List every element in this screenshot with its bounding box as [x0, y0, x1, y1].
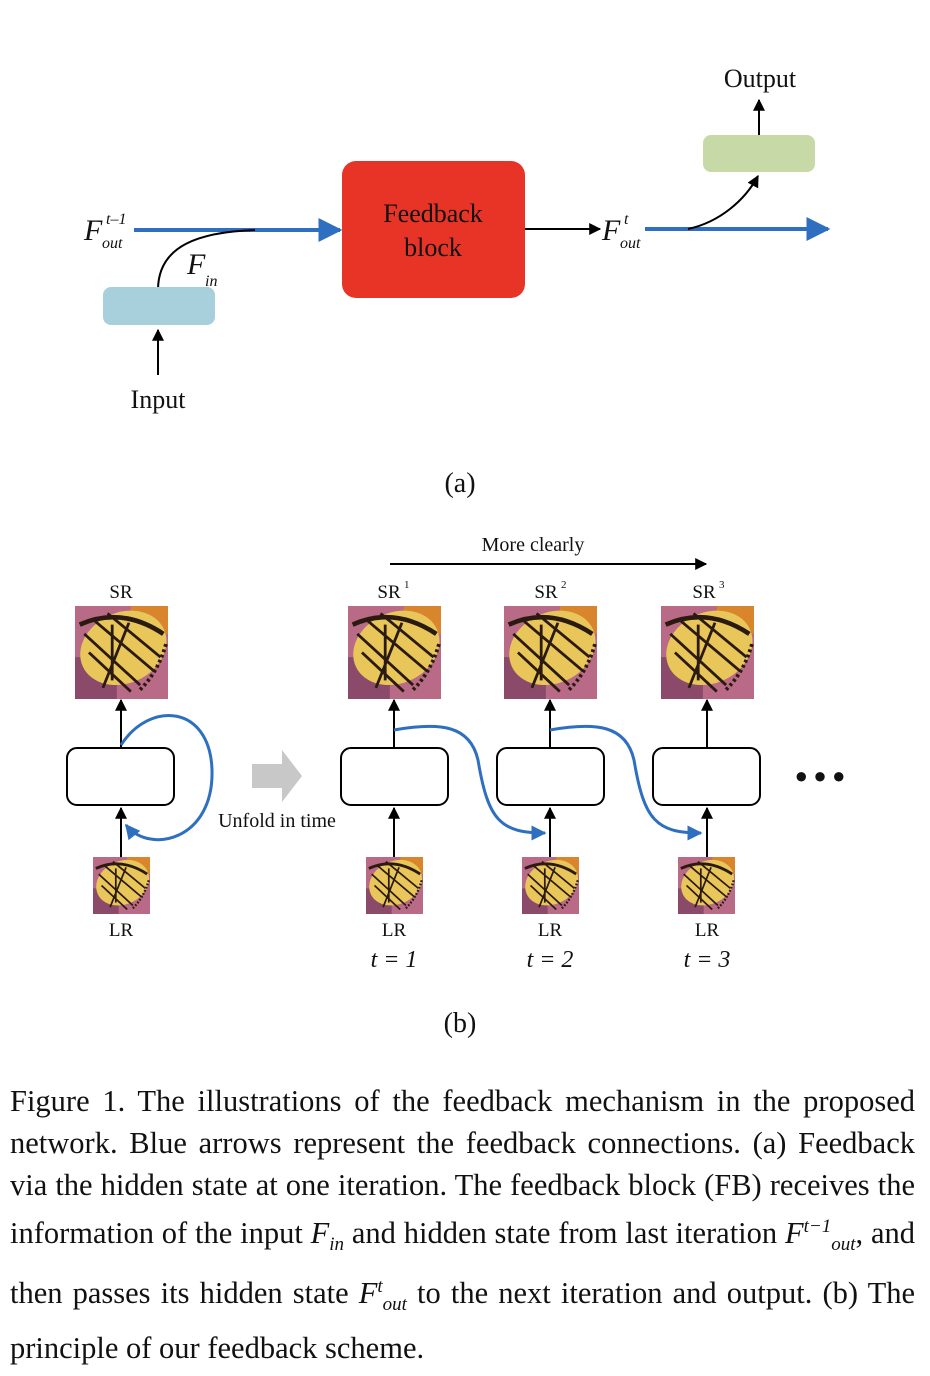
sr2-image: [497, 597, 608, 699]
step2-block: [496, 747, 605, 806]
lr1-image: [360, 850, 432, 916]
f-out-sup: t: [624, 211, 629, 228]
lr2-label: LR: [538, 920, 563, 941]
figure-caption: Figure 1. The illustrations of the feedb…: [10, 1080, 915, 1369]
unfolded-step-2: SR 2 LR t = 2: [497, 579, 608, 973]
panel-a-label: (a): [444, 468, 475, 499]
f-out-prev-label: F: [83, 214, 103, 247]
sr1-image: [341, 597, 452, 699]
f-out-label: F: [601, 214, 621, 247]
sr2-sup: 2: [561, 579, 567, 591]
t3-label: t = 3: [684, 947, 731, 973]
sr1-label: SR: [377, 582, 401, 603]
lr-label: LR: [109, 920, 134, 941]
unfolded-step-3: SR 3 LR t = 3: [653, 579, 765, 973]
feedback-connection-1-2: [393, 724, 547, 841]
recurrent-block: [66, 747, 175, 806]
step3-block: [652, 747, 761, 806]
lr3-label: LR: [695, 920, 720, 941]
caption-fprev: Ft−1out: [784, 1216, 856, 1256]
unfolded-step-1: SR 1 LR t = 1: [341, 579, 452, 973]
t1-label: t = 1: [371, 947, 418, 973]
f-out-prev-sup: t–1: [106, 211, 126, 228]
panel-b-label: (b): [444, 1008, 477, 1039]
input-box: [103, 287, 215, 325]
self-feedback-loop: [119, 713, 214, 841]
caption-fin: Fin: [310, 1216, 345, 1256]
caption-part-3: , and then passes its hidden state: [10, 1216, 915, 1311]
feedback-block-label-line1: Feedback: [383, 199, 483, 228]
lr2-image: [516, 850, 588, 916]
sr2-label: SR: [534, 582, 558, 603]
output-box: [703, 135, 815, 172]
sr-image: [68, 597, 179, 699]
caption-fout: Ftout: [358, 1276, 407, 1316]
f-in-sub: in: [205, 273, 217, 290]
feedback-mechanism-figure: F t–1 out F in Input Feedback block F t …: [0, 64, 845, 1039]
f-out-sub: out: [620, 235, 641, 252]
caption-part-4: to the next iteration and output. (b) Th…: [10, 1276, 915, 1365]
unfold-label: Unfold in time: [218, 810, 336, 832]
sr3-label: SR: [692, 582, 716, 603]
feedback-connection-2-3: [549, 724, 703, 841]
feedback-block-label-line2: block: [404, 233, 462, 262]
output-label: Output: [724, 64, 797, 93]
step1-block: [340, 747, 449, 806]
f-out-prev-sub: out: [102, 235, 123, 252]
more-clearly-label: More clearly: [482, 534, 585, 556]
lr3-image: [672, 850, 744, 916]
sr3-image: [654, 597, 765, 699]
caption-part-2: and hidden state from last iteration: [344, 1216, 785, 1251]
panel-b: SR LR Unfold in time More clearly SR 1 L…: [67, 534, 845, 1039]
panel-a: F t–1 out F in Input Feedback block F t …: [83, 64, 831, 499]
ellipsis-dots: ● ● ●: [795, 763, 846, 788]
lr1-label: LR: [382, 920, 407, 941]
caption-part-1: Figure 1. The illustrations of the feedb…: [10, 1084, 915, 1251]
feedback-block: [342, 161, 525, 298]
sr1-sup: 1: [404, 579, 410, 591]
sr-label: SR: [109, 582, 133, 603]
unfold-arrow: [252, 750, 302, 802]
f-in-label: F: [186, 248, 206, 281]
sr3-sup: 3: [719, 579, 725, 591]
input-label: Input: [131, 385, 187, 414]
output-curve: [687, 174, 759, 230]
lr-image: [87, 850, 159, 916]
t2-label: t = 2: [527, 947, 574, 973]
f-in-curve: [157, 229, 256, 291]
